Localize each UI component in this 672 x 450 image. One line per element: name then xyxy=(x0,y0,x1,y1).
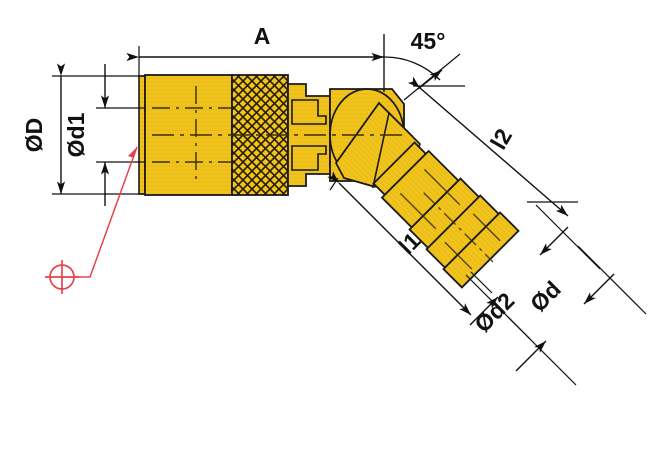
dimension-Od xyxy=(507,245,647,386)
crosshair-leader-arrow xyxy=(128,147,137,158)
dimension-label-OD: ØD xyxy=(21,118,47,153)
dimension-label-45deg: 45° xyxy=(411,28,446,54)
dimension-l2 xyxy=(407,76,578,217)
dimension-label-Od1: Ød1 xyxy=(63,112,89,157)
dimension-label-l2: l2 xyxy=(485,124,517,154)
dimension-label-Od: Ød xyxy=(525,276,566,317)
dimension-Od1 xyxy=(96,64,145,206)
dimension-Od2 xyxy=(465,204,601,340)
dimension-l1 xyxy=(327,171,493,316)
dimension-label-A: A xyxy=(254,23,271,49)
dimension-label-Od2: Ød2 xyxy=(469,287,519,337)
crosshair-target-marker[interactable] xyxy=(45,260,79,294)
dimension-OD xyxy=(52,63,145,195)
crosshair-leader-line xyxy=(74,146,138,278)
centre-lines xyxy=(152,86,404,184)
